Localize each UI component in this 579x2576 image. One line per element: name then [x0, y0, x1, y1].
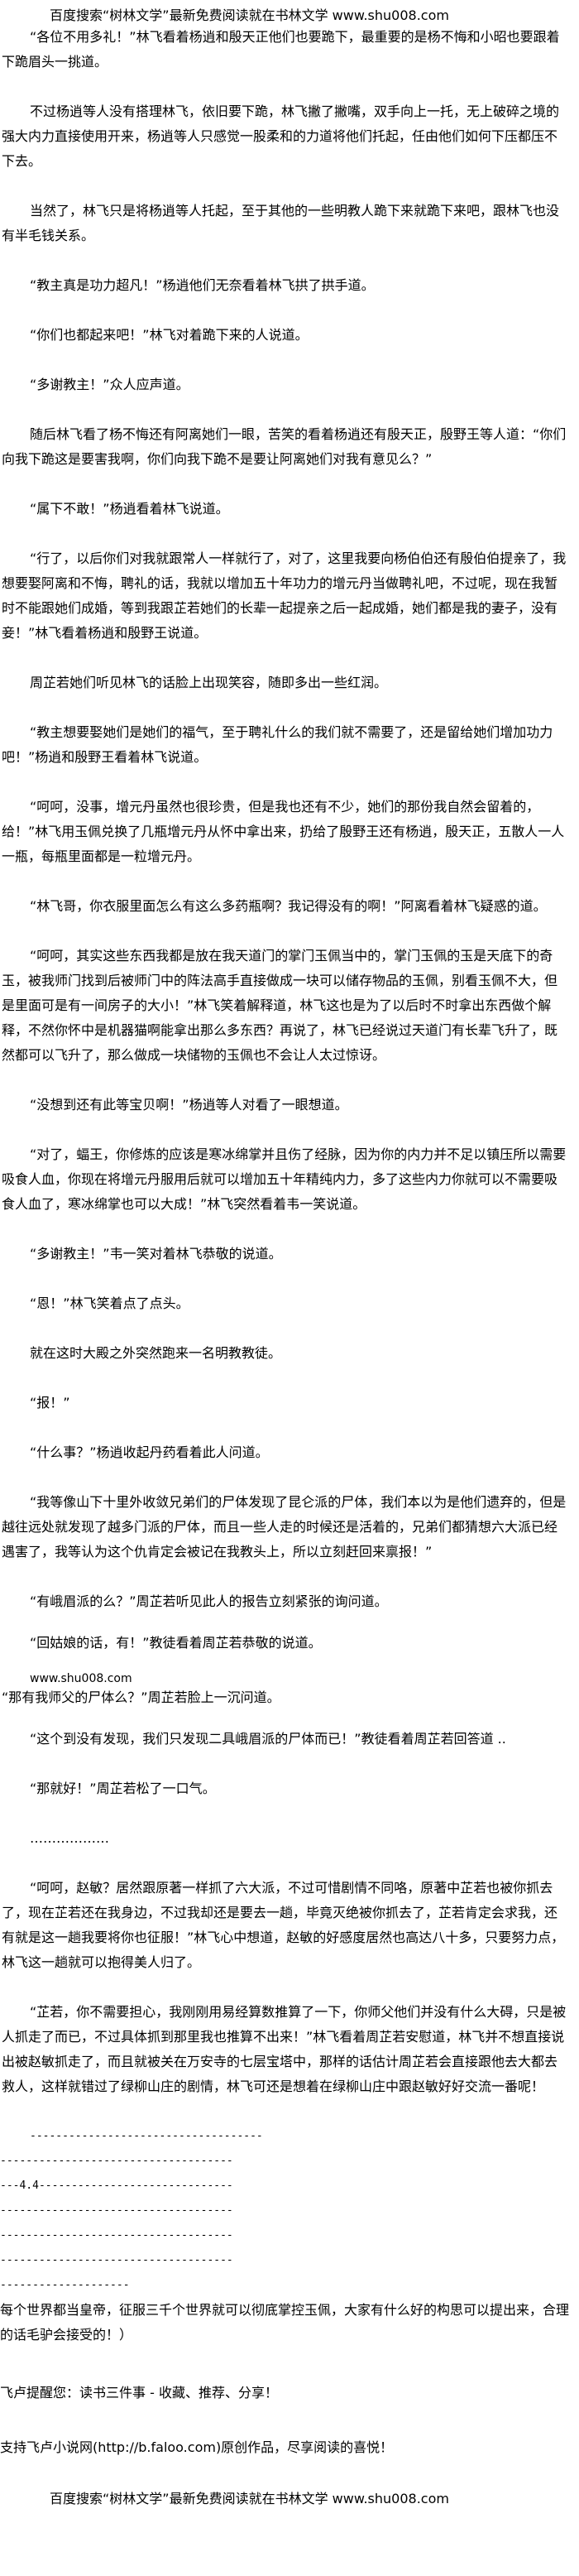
chapter-paragraph: “对了，蝠王，你修炼的应该是寒冰绵掌并且伤了经脉，因为你的内力并不足以镇压所以需… [2, 1146, 567, 1212]
chapter-paragraph: “报！” [30, 1395, 70, 1411]
chapter-paragraph: “什么事？”杨逍收起丹药看着此人问道。 [30, 1444, 269, 1460]
chapter-paragraph: “那就好！”周芷若松了一口气。 [30, 1781, 216, 1796]
faloo-reminder: 飞卢提醒您：读书三件事 - 收藏、推荐、分享！ [0, 2385, 278, 2401]
separator-line: ------------------------------------ [0, 2229, 233, 2242]
site-banner-bottom: 百度搜索“树林文学”最新免费阅读就在书林文学 www.shu008.com [50, 2491, 449, 2506]
inline-site-watermark: www.shu008.com [30, 1672, 132, 1685]
chapter-paragraph: “恩！”林飞笑着点了点头。 [30, 1295, 189, 1311]
faloo-support-text: 支持飞卢小说网(http://b.faloo.com)原创作品，尽享阅读的喜悦！ [0, 2439, 394, 2455]
chapter-paragraph: “教主想要娶她们是她们的福气，至于聘礼什么的我们就不需要了，还是留给她们增加功力… [2, 724, 553, 765]
chapter-paragraph: “林飞哥，你衣服里面怎么有这么多药瓶啊？我记得没有的啊！”阿离看着林飞疑惑的道。 [30, 898, 547, 914]
separator-block: ----------------------------------------… [0, 2124, 579, 2298]
separator-line: ------------------------------------ [0, 2254, 233, 2266]
chapter-paragraph: “没想到还有此等宝贝啊！”杨逍等人对看了一眼想道。 [30, 1097, 348, 1113]
chapter-paragraph: 随后林飞看了杨不悔还有阿离她们一眼，苦笑的看着杨逍还有殷天正，殷野王等人道：“你… [2, 426, 567, 467]
chapter-paragraph: 就在这时大殿之外突然跑来一名明教教徒。 [30, 1345, 282, 1361]
chapter-paragraph: “有峨眉派的么？”周芷若听见此人的报告立刻紧张的询问道。 [30, 1593, 388, 1609]
chapter-paragraph: “各位不用多礼！”林飞看着杨逍和殷天正他们也要跪下，最重要的是杨不悔和小昭也要跟… [2, 29, 560, 70]
separator-line: ---4.4------------------------------ [0, 2180, 233, 2192]
separator-line: ------------------------------------ [0, 2155, 233, 2167]
chapter-paragraph: “教主真是功力超凡！”杨逍他们无奈看着林飞拱了拱手道。 [30, 277, 375, 293]
chapter-paragraph: “呵呵，没事，增元丹虽然也很珍贵，但是我也还有不少，她们的那份我自然会留着的，给… [2, 799, 565, 864]
chapter-paragraph: ……………… [30, 1830, 109, 1846]
chapter-paragraph: 不过杨逍等人没有搭理林飞，依旧要下跪，林飞撇了撇嘴，双手向上一托，无上破碎之境的… [2, 103, 560, 169]
chapter-paragraph: “属下不敢！”杨逍看着林飞说道。 [30, 501, 229, 517]
chapter-paragraph: “你们也都起来吧！”林飞对着跪下来的人说道。 [30, 327, 309, 343]
separator-line: ------------------------------------ [0, 2204, 233, 2217]
chapter-paragraph: “呵呵，其实这些东西我都是放在我天道门的掌门玉佩当中的，掌门玉佩的玉是天底下的奇… [2, 948, 558, 1063]
separator-line: ------------------------------------ [30, 2130, 263, 2142]
site-banner-top: 百度搜索“树林文学”最新免费阅读就在书林文学 www.shu008.com [50, 7, 449, 23]
chapter-paragraph: “这个到没有发现，我们只发现二具峨眉派的尸体而已！”教徒看着周芷若回答道 .. [30, 1731, 506, 1747]
author-note: 每个世界都当皇帝，征服三千个世界就可以彻底掌控玉佩，大家有什么好的构思可以提出来… [0, 2302, 570, 2343]
chapter-paragraph: “芷若，你不需要担心，我刚刚用易经算数推算了一下，你师父他们并没有什么大碍，只是… [2, 2004, 567, 2094]
paragraph-text: “那有我师父的尸体么？”周芷若脸上一沉问道。 [2, 1689, 280, 1705]
chapter-paragraph: “我等像山下十里外收敛兄弟们的尸体发现了昆仑派的尸体，我们本以为是他们遗弃的，但… [2, 1494, 567, 1560]
chapter-paragraph: “多谢教主！”韦一笑对着林飞恭敬的说道。 [30, 1246, 282, 1262]
chapter-paragraph: www.shu008.com “那有我师父的尸体么？”周芷若脸上一沉问道。 [2, 1672, 569, 1710]
chapter-paragraph: “呵呵，赵敏？居然跟原著一样抓了六大派，不过可惜剧情不同咯，原著中芷若也被你抓去… [2, 1880, 565, 1970]
chapter-paragraph: “行了，以后你们对我就跟常人一样就行了，对了，这里我要向杨伯伯还有殷伯伯提亲了，… [2, 550, 567, 641]
chapter-paragraph: 周芷若她们听见林飞的话脸上出现笑容，随即多出一些红润。 [30, 675, 388, 690]
chapter-paragraph: 当然了，林飞只是将杨逍等人托起，至于其他的一些明教人跪下来就跪下来吧，跟林飞也没… [2, 203, 560, 243]
chapter-content: “各位不用多礼！”林飞看着杨逍和殷天正他们也要跪下，最重要的是杨不悔和小昭也要跟… [0, 25, 579, 2099]
separator-line: -------------------- [0, 2279, 130, 2291]
chapter-paragraph: “回姑娘的话，有！”教徒看着周芷若恭敬的说道。 [30, 1635, 322, 1651]
chapter-paragraph: “多谢教主！”众人应声道。 [30, 377, 189, 392]
